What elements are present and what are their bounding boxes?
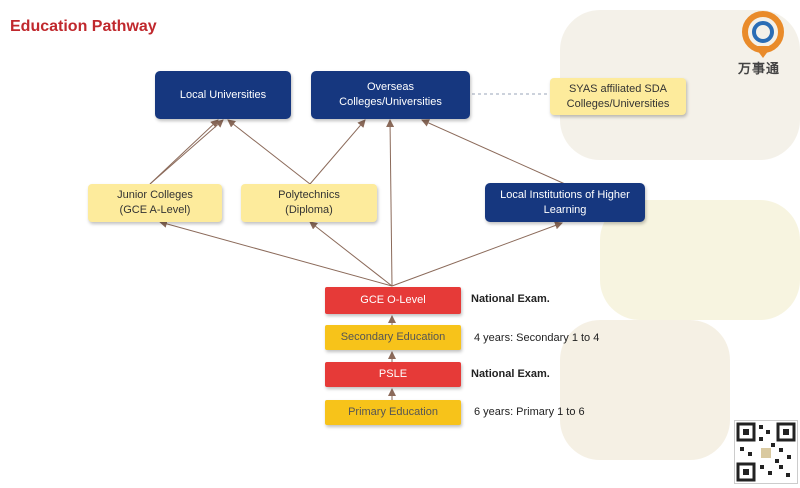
logo-icon [734, 8, 792, 78]
arrow-oLevel-to-overseas [386, 119, 395, 287]
note-gce-exam: National Exam. [471, 293, 550, 305]
page-title: Education Pathway [10, 18, 157, 35]
node-local-institutions: Local Institutions of Higher Learning [485, 183, 645, 222]
arrow-poly-to-localUni [227, 119, 311, 185]
node-junior-colleges: Junior Colleges (GCE A-Level) [88, 184, 222, 222]
qr-code-icon [734, 420, 798, 484]
node-overseas-label-2: Colleges/Universities [339, 96, 442, 108]
note-psle-exam: National Exam. [471, 368, 550, 380]
node-poly-label-1: Polytechnics [278, 189, 340, 201]
node-syas-label-2: Colleges/Universities [566, 97, 670, 110]
node-overseas: Overseas Colleges/Universities [311, 71, 470, 119]
arrow-junior-to-overseas [149, 119, 224, 185]
node-gce-o-level-label: GCE O-Level [360, 294, 426, 306]
arrow-oLevel-to-junior [159, 220, 393, 287]
arrow-localInst-to-overseas [421, 119, 566, 185]
node-overseas-label-1: Overseas [366, 81, 415, 93]
node-junior-label-1: Junior Colleges [117, 189, 193, 201]
node-polytechnics: Polytechnics (Diploma) [241, 184, 377, 222]
arrow-poly-to-overseas [309, 119, 366, 185]
node-primary-education: Primary Education [325, 400, 461, 425]
arrow-oLevel-to-localInst [391, 221, 563, 287]
node-syas-label-1: SYAS affiliated SDA [568, 82, 668, 95]
node-gce-o-level: GCE O-Level [325, 287, 461, 314]
node-psle: PSLE [325, 362, 461, 387]
node-psle-label: PSLE [378, 368, 408, 380]
note-primary-years: 6 years: Primary 1 to 6 [474, 406, 585, 418]
node-primary-label: Primary Education [348, 406, 438, 418]
node-local-inst-label-2: Learning [543, 203, 587, 216]
arrow-oLevel-to-poly [309, 221, 393, 287]
node-junior-label-2: (GCE A-Level) [119, 204, 191, 216]
background-photo-bottom [560, 320, 730, 460]
node-local-universities-label: Local Universities [179, 88, 267, 101]
logo-text: 万事通 [738, 61, 781, 76]
node-secondary-education: Secondary Education [325, 325, 461, 350]
node-poly-label-2: (Diploma) [285, 204, 333, 216]
arrow-junior-to-localUni [149, 119, 219, 185]
note-secondary-years: 4 years: Secondary 1 to 4 [474, 332, 600, 344]
node-local-inst-label-1: Local Institutions of Higher [500, 188, 630, 201]
node-local-universities: Local Universities [155, 71, 291, 119]
node-syas: SYAS affiliated SDA Colleges/Universitie… [550, 78, 686, 115]
node-secondary-label: Secondary Education [340, 331, 446, 343]
